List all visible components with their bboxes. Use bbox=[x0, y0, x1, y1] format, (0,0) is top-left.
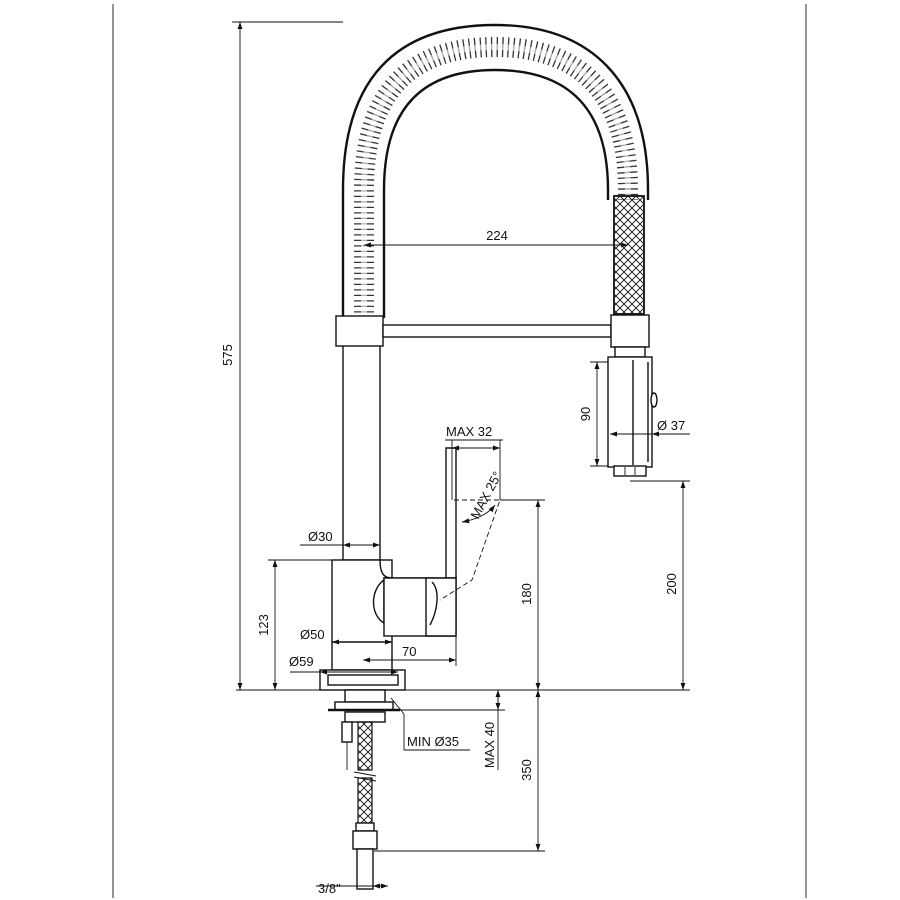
base-plate bbox=[319, 669, 406, 691]
supply-hose bbox=[352, 721, 378, 890]
label-lever-reach: 70 bbox=[402, 644, 416, 659]
label-overall-height: 575 bbox=[220, 344, 235, 366]
label-spout-reach: 224 bbox=[486, 228, 508, 243]
label-base-height: 123 bbox=[256, 614, 271, 636]
dimension-hose-length bbox=[374, 690, 545, 852]
label-spray-clearance: 200 bbox=[664, 573, 679, 595]
label-spray-head-diameter: Ø 37 bbox=[657, 418, 685, 433]
dimension-spray-head-length bbox=[590, 361, 608, 467]
body-tube bbox=[342, 344, 381, 561]
lever-handle bbox=[425, 447, 501, 637]
spray-neck bbox=[614, 346, 646, 358]
mixer-body bbox=[331, 559, 457, 671]
left-connector-block bbox=[335, 315, 384, 347]
label-hose-length: 350 bbox=[519, 759, 534, 781]
label-hole-diameter: MIN Ø35 bbox=[407, 734, 459, 749]
label-spray-head-length: 90 bbox=[578, 407, 593, 421]
dimension-lever-reach bbox=[363, 636, 457, 666]
dimension-lever-height bbox=[500, 499, 545, 690]
label-max-deck-thickness: MAX 40 bbox=[482, 722, 497, 768]
spray-head bbox=[607, 356, 658, 477]
label-body-tube-diameter: Ø30 bbox=[308, 529, 333, 544]
dimension-spray-clearance bbox=[630, 480, 690, 690]
dimension-overall-height bbox=[232, 21, 343, 690]
braided-hose-segment bbox=[613, 195, 645, 315]
dimension-max-deck-thickness bbox=[398, 690, 505, 770]
horizontal-support-bar bbox=[382, 324, 612, 338]
spring-spout bbox=[341, 23, 650, 318]
dimension-base-height bbox=[268, 559, 332, 690]
label-base-diameter: Ø59 bbox=[289, 654, 314, 669]
dimension-lever-travel bbox=[445, 439, 503, 500]
dimension-lever-angle bbox=[461, 504, 496, 524]
label-lever-height: 180 bbox=[519, 583, 534, 605]
label-connection-size: 3/8" bbox=[318, 881, 341, 896]
right-connector-block bbox=[610, 314, 650, 348]
dimension-hole-diameter bbox=[390, 697, 470, 751]
mounting-hardware bbox=[328, 689, 400, 770]
label-body-diameter: Ø50 bbox=[300, 627, 325, 642]
label-lever-travel: MAX 32 bbox=[446, 424, 492, 439]
